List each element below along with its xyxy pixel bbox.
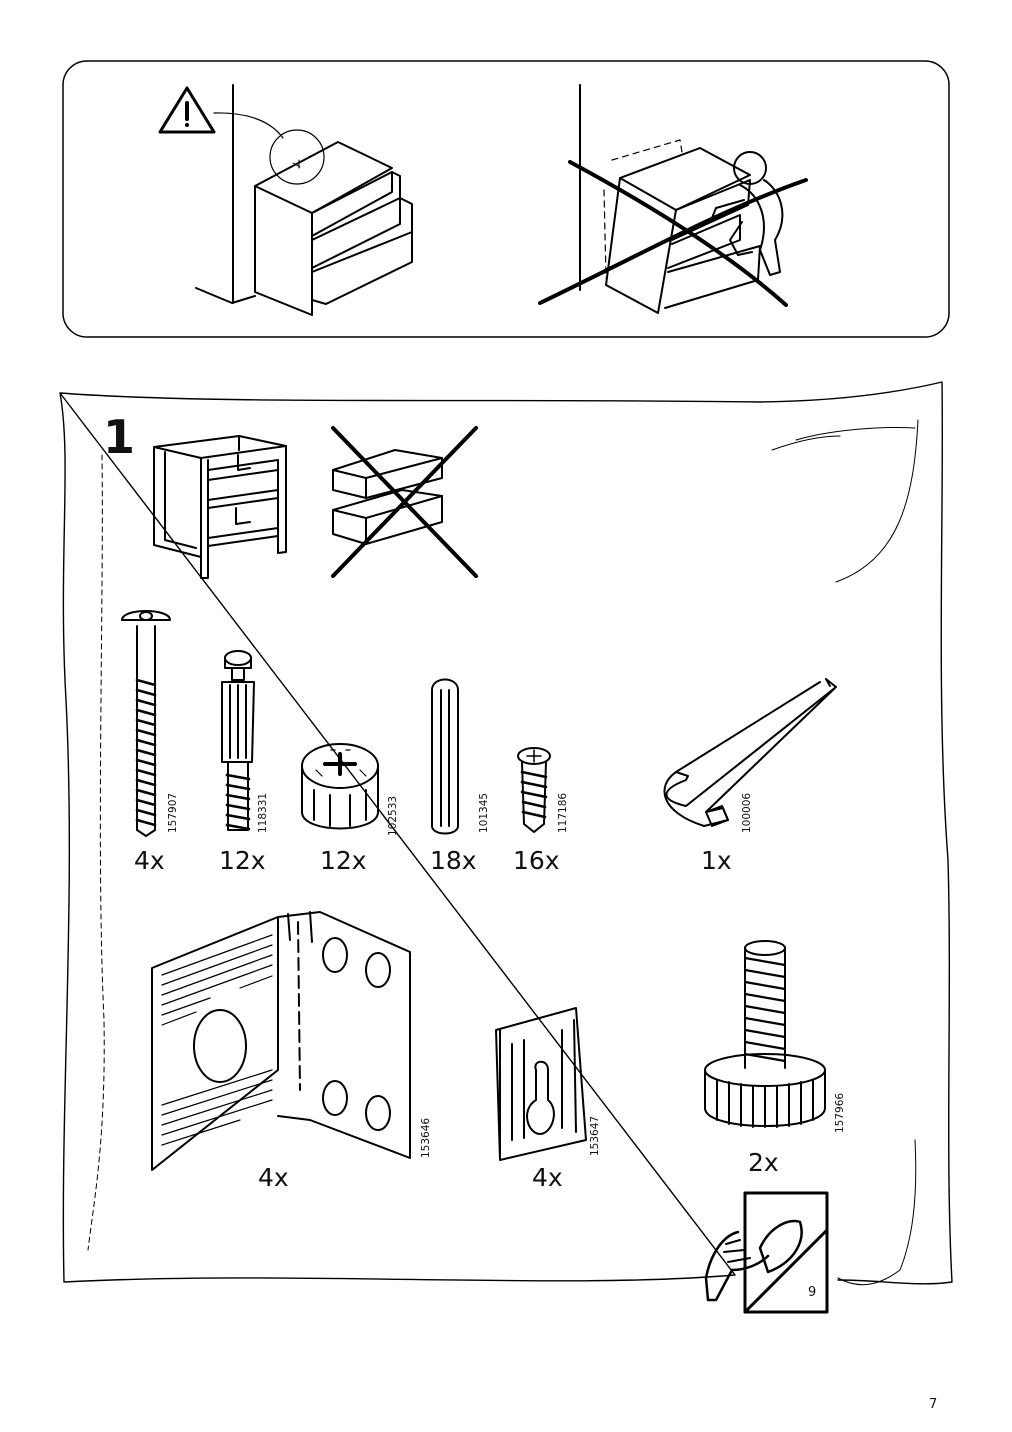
part-quantity: 4x	[258, 1163, 289, 1192]
person-climbing-tipping-dresser-crossed-out	[538, 84, 808, 314]
part-quantity: 1x	[701, 846, 732, 875]
part-quantity: 4x	[134, 846, 165, 875]
wall-plate-icon	[495, 1007, 587, 1161]
page-turn-hand-icon[interactable]	[704, 1191, 829, 1314]
warning-triangle-icon	[158, 86, 325, 185]
cam-dowel-icon	[221, 650, 255, 831]
warning-panel-border	[62, 60, 950, 338]
part-quantity: 18x	[430, 846, 477, 875]
part-quantity: 4x	[532, 1163, 563, 1192]
long-screw-icon	[121, 610, 171, 837]
next-page-number: 9	[808, 1285, 817, 1300]
part-code: 157966	[834, 1092, 846, 1133]
wood-dowel-icon	[431, 678, 459, 835]
page-number: 7	[929, 1397, 938, 1412]
part-quantity: 12x	[219, 846, 266, 875]
open-frame-without-drawers	[153, 435, 287, 579]
step-number: 1	[103, 410, 136, 464]
stacked-drawers-crossed-out	[331, 426, 478, 578]
part-code: 117186	[557, 792, 569, 833]
short-screw-icon	[517, 747, 551, 833]
dresser-anchored-to-wall	[195, 84, 413, 316]
part-code: 157907	[167, 792, 179, 833]
corner-bracket-icon	[151, 911, 411, 1171]
part-code: 118331	[257, 792, 269, 833]
part-quantity: 2x	[748, 1148, 779, 1177]
part-quantity: 16x	[513, 846, 560, 875]
part-code: 153647	[589, 1115, 601, 1156]
part-code: 102533	[387, 795, 399, 836]
part-quantity: 12x	[320, 846, 367, 875]
part-code: 101345	[478, 792, 490, 833]
part-code: 153646	[420, 1117, 432, 1158]
part-code: 100006	[741, 792, 753, 833]
adjustable-foot-icon	[704, 940, 826, 1128]
allen-key-icon	[663, 678, 837, 827]
cam-lock-icon	[301, 743, 379, 830]
parts-bag-outline	[59, 381, 953, 1285]
